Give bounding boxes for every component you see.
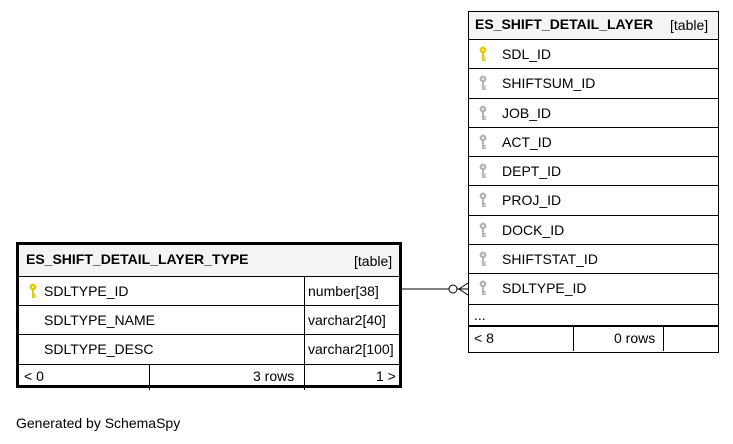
row-count: 3 rows bbox=[253, 368, 295, 384]
row-count: 0 rows bbox=[614, 329, 656, 346]
key-icon-wrap bbox=[478, 251, 488, 270]
key-icon-wrap bbox=[478, 192, 488, 211]
column-name: SDLTYPE_ID bbox=[44, 283, 129, 299]
column-name: SDLTYPE_ID bbox=[502, 280, 587, 297]
generator-caption: Generated by SchemaSpy bbox=[16, 415, 181, 431]
column-name: SHIFTSTAT_ID bbox=[502, 251, 598, 268]
column-name: SDLTYPE_NAME bbox=[44, 312, 155, 328]
column-name: SHIFTSUM_ID bbox=[502, 75, 596, 92]
column-name: JOB_ID bbox=[502, 104, 552, 121]
column-row[interactable]: SHIFTSTAT_ID bbox=[469, 245, 718, 275]
column-type: number[38] bbox=[308, 283, 379, 299]
column-name: SDL_ID bbox=[502, 46, 552, 62]
column-row[interactable]: PROJ_ID bbox=[469, 186, 718, 216]
column-name: SDLTYPE_DESC bbox=[44, 341, 154, 357]
parents-count[interactable]: < 8 bbox=[474, 329, 494, 346]
foreign-key-icon bbox=[479, 134, 487, 149]
key-icon-wrap bbox=[478, 105, 488, 124]
column-row[interactable]: SDLTYPE_ID number[38] bbox=[19, 277, 399, 306]
column-row[interactable]: SHIFTSUM_ID bbox=[469, 69, 718, 99]
key-icon-wrap bbox=[478, 163, 488, 182]
foreign-key-icon bbox=[479, 193, 487, 208]
column-row[interactable]: SDLTYPE_ID bbox=[469, 274, 718, 303]
table-footer: < 0 3 rows 1 > bbox=[19, 364, 399, 390]
table-header: ES_SHIFT_DETAIL_LAYER [table] bbox=[469, 12, 718, 40]
column-name: PROJ_ID bbox=[502, 192, 562, 209]
key-icon-wrap bbox=[478, 222, 488, 241]
primary-key-icon-wrap bbox=[28, 283, 38, 302]
column-row[interactable]: SDLTYPE_NAME varchar2[40] bbox=[19, 306, 399, 335]
column-row[interactable]: JOB_ID bbox=[469, 99, 718, 128]
column-name: ACT_ID bbox=[502, 133, 552, 150]
key-icon-wrap bbox=[478, 134, 488, 153]
foreign-key-icon bbox=[479, 251, 487, 267]
column-type: varchar2[40] bbox=[308, 312, 386, 328]
column-name: DEPT_ID bbox=[502, 163, 562, 180]
parents-count[interactable]: < 0 bbox=[24, 368, 44, 384]
foreign-key-icon bbox=[479, 75, 487, 91]
ellipsis-text: ... bbox=[474, 306, 486, 323]
table-name: ES_SHIFT_DETAIL_LAYER bbox=[475, 16, 654, 32]
ellipsis-row: ... bbox=[469, 303, 718, 326]
foreign-key-icon bbox=[479, 105, 487, 120]
foreign-key-icon bbox=[479, 280, 487, 296]
column-row[interactable]: ACT_ID bbox=[469, 128, 718, 158]
key-icon-wrap bbox=[478, 75, 488, 94]
crows-foot-icon bbox=[458, 282, 469, 296]
column-row[interactable]: SDLTYPE_DESC varchar2[100] bbox=[19, 335, 399, 364]
table-tag: [table] bbox=[670, 17, 709, 33]
children-count[interactable]: 1 > bbox=[376, 368, 396, 384]
column-row[interactable]: SDL_ID bbox=[469, 40, 718, 70]
table-es-shift-detail-layer-type[interactable]: ES_SHIFT_DETAIL_LAYER_TYPE [table] SDLTY… bbox=[16, 242, 402, 390]
key-icon-wrap bbox=[478, 280, 488, 299]
primary-key-icon bbox=[29, 283, 37, 298]
foreign-key-icon bbox=[479, 163, 487, 179]
column-name: DOCK_ID bbox=[502, 221, 565, 238]
zero-cardinality-circle bbox=[448, 284, 458, 294]
column-row[interactable]: DOCK_ID bbox=[469, 216, 718, 246]
column-type: varchar2[100] bbox=[308, 341, 394, 357]
column-row[interactable]: DEPT_ID bbox=[469, 157, 718, 187]
key-icon-wrap bbox=[478, 46, 488, 65]
table-es-shift-detail-layer[interactable]: ES_SHIFT_DETAIL_LAYER [table] SDL_ID SHIF… bbox=[468, 11, 719, 353]
primary-key-icon bbox=[479, 46, 487, 61]
table-tag: [table] bbox=[354, 253, 393, 269]
table-name: ES_SHIFT_DETAIL_LAYER_TYPE bbox=[26, 251, 249, 267]
foreign-key-icon bbox=[479, 222, 487, 237]
table-header: ES_SHIFT_DETAIL_LAYER_TYPE [table] bbox=[19, 245, 399, 277]
table-footer: < 8 0 rows bbox=[469, 325, 718, 351]
